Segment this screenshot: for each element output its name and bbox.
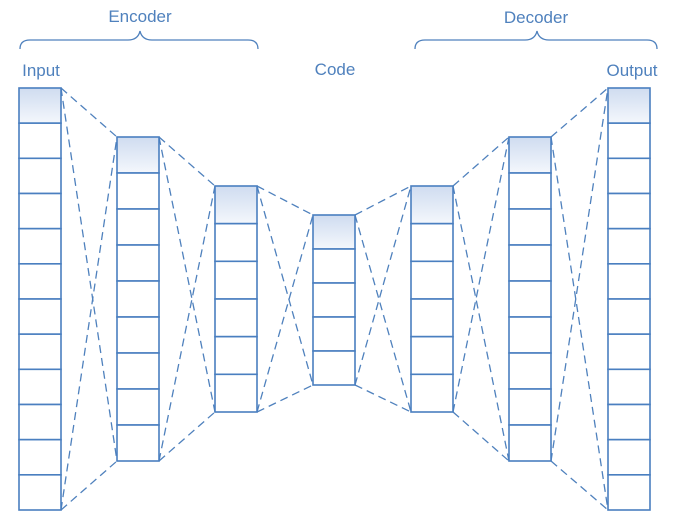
neuron-cell [116,208,160,246]
connection-line [550,460,609,511]
connection-line [256,185,314,216]
decoder-label: Decoder [504,8,569,27]
layer-input [18,87,62,511]
connection-line [158,185,216,462]
neuron-cell [214,222,258,263]
neuron-cell [116,316,160,354]
connection-line [550,87,609,462]
output-label: Output [606,61,657,80]
neuron-cell [508,208,552,246]
neuron-cell [116,244,160,282]
neuron-cell [508,352,552,390]
neuron-cell [607,192,651,230]
connection-line [354,384,412,413]
layer-encoder-hidden-1 [116,136,160,462]
connection-line [256,185,314,386]
layers [18,87,651,511]
input-label: Input [22,61,60,80]
neuron-cell [18,87,62,124]
connection-line [256,384,314,413]
neuron-cell [410,373,454,413]
neuron-cell [18,368,62,406]
neuron-cell [18,403,62,441]
layer-decoder-hidden-1 [410,185,454,413]
neuron-cell [18,192,62,230]
neuron-cell [607,474,651,511]
layer-decoder-hidden-2 [508,136,552,462]
neuron-cell [116,136,160,174]
neuron-cell [116,352,160,390]
connection-line [452,185,510,462]
neuron-cell [312,282,356,318]
neuron-cell [312,214,356,250]
connections [60,87,609,511]
neuron-cell [116,424,160,462]
neuron-cell [607,403,651,441]
decoder-brace [414,30,658,50]
neuron-cell [410,222,454,263]
neuron-cell [410,298,454,338]
connection-line [60,136,118,511]
neuron-cell [214,373,258,413]
connection-line [354,185,412,386]
neuron-cell [18,333,62,371]
encoder-brace [19,30,259,50]
connection-line [158,136,216,413]
neuron-cell [214,335,258,376]
layer-output [607,87,651,511]
neuron-cell [116,388,160,426]
neuron-cell [18,227,62,265]
connection-line [550,87,609,138]
neuron-cell [508,316,552,354]
connection-line [354,185,412,216]
neuron-cell [508,244,552,282]
neuron-cell [312,248,356,284]
neuron-cell [214,260,258,300]
neuron-cell [508,136,552,174]
code-label: Code [315,60,356,79]
neuron-cell [18,298,62,335]
neuron-cell [214,298,258,338]
neuron-cell [607,333,651,371]
connection-line [354,214,412,413]
neuron-cell [116,280,160,318]
neuron-cell [18,263,62,300]
connection-line [550,136,609,511]
neuron-cell [116,172,160,210]
layer-code [312,214,356,386]
neuron-cell [607,87,651,124]
neuron-cell [508,280,552,318]
neuron-cell [607,122,651,160]
neuron-cell [607,438,651,476]
neuron-cell [508,388,552,426]
neuron-cell [18,438,62,476]
neuron-cell [607,227,651,265]
connection-line [452,136,510,413]
connection-line [60,460,118,511]
neuron-cell [508,172,552,210]
connection-line [60,87,118,138]
neuron-cell [607,157,651,195]
neuron-cell [508,424,552,462]
neuron-cell [410,260,454,300]
neuron-cell [214,185,258,225]
neuron-cell [312,316,356,352]
connection-line [60,87,118,462]
neuron-cell [312,350,356,386]
neuron-cell [607,263,651,300]
neuron-cell [18,474,62,511]
layer-encoder-hidden-2 [214,185,258,413]
neuron-cell [410,185,454,225]
connection-line [256,214,314,413]
neuron-cell [607,368,651,406]
encoder-label: Encoder [108,7,172,26]
neuron-cell [607,298,651,335]
neuron-cell [410,335,454,376]
neuron-cell [18,122,62,160]
neuron-cell [18,157,62,195]
